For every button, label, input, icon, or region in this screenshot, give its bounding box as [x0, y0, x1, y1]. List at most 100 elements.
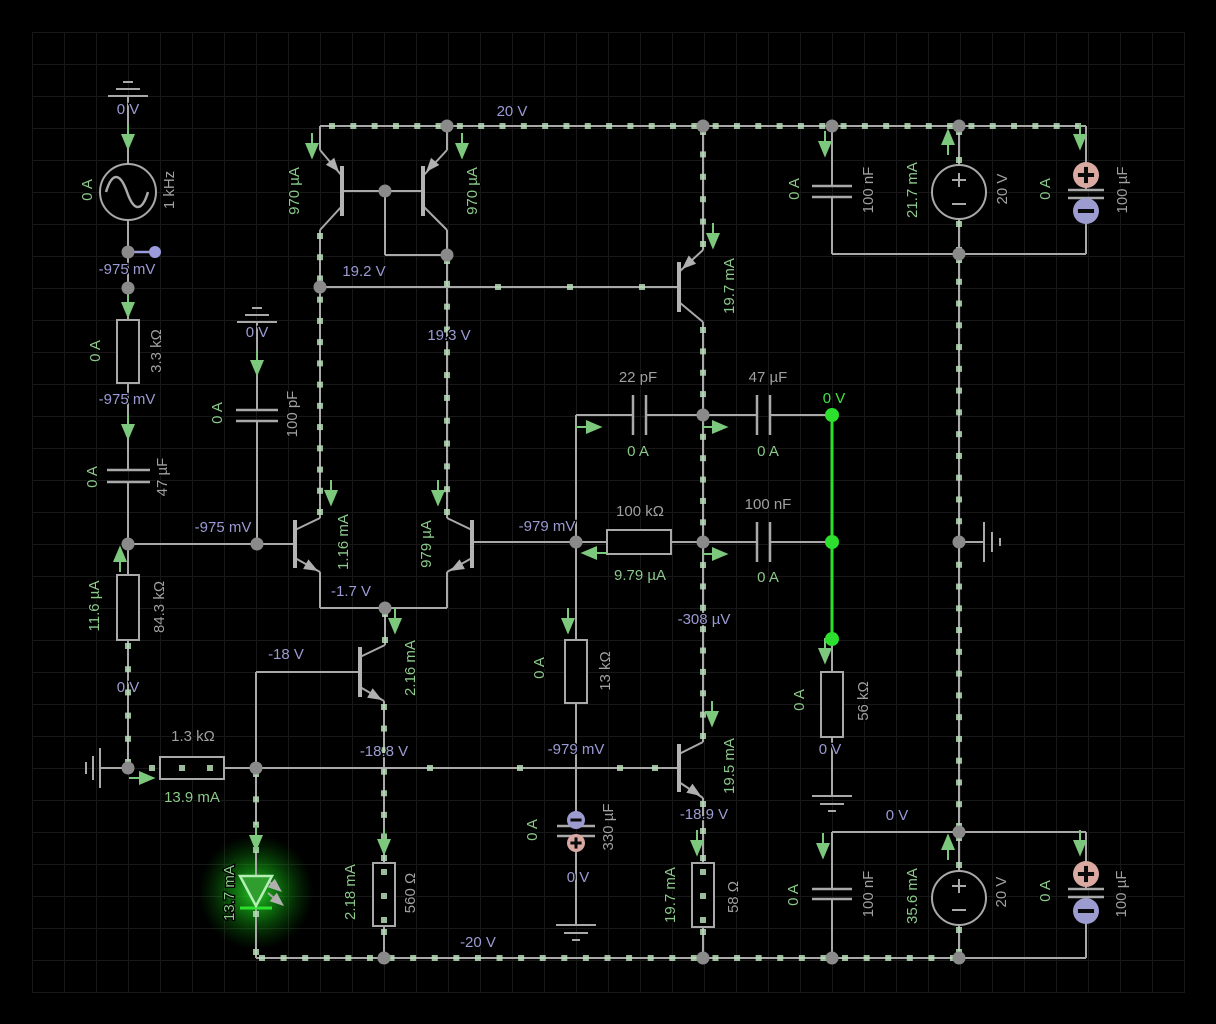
current-arrow-left [580, 545, 607, 561]
current-dash [700, 241, 706, 247]
current-dash [392, 123, 399, 129]
wire[interactable] [446, 517, 473, 531]
current-dash [820, 955, 827, 961]
current-dash [700, 369, 706, 376]
current-dash [317, 487, 323, 494]
value-label: 100 kΩ [616, 503, 664, 520]
current-dash [381, 929, 387, 935]
current-dash [606, 123, 613, 129]
probe-node [149, 246, 161, 258]
wire[interactable] [678, 301, 704, 323]
current-dash [302, 955, 309, 961]
current-arrow-up [940, 833, 956, 860]
current-arrow-right [702, 419, 729, 435]
emitter-arrow-icon [426, 157, 440, 172]
voltage-label: -979 mV [519, 518, 576, 535]
resistor-56k[interactable] [820, 671, 844, 738]
wire[interactable] [678, 741, 704, 755]
current-dash [125, 689, 131, 696]
current-dash [539, 955, 546, 961]
wire[interactable] [319, 205, 343, 231]
current-dash [561, 955, 568, 961]
current-dash [444, 326, 450, 333]
current-dash [956, 801, 962, 808]
current-dash [956, 779, 962, 786]
wire[interactable] [294, 517, 321, 531]
current-label: 0 A [627, 443, 649, 460]
current-label: 19.7 mA [662, 867, 679, 923]
resistor-84.3k[interactable] [116, 574, 140, 641]
current-label: 970 µA [286, 167, 303, 215]
voltage-label: -18.8 V [360, 743, 408, 760]
current-dash [149, 765, 155, 771]
current-dash [956, 670, 962, 677]
current-dash [381, 704, 387, 710]
current-dash [840, 123, 847, 129]
current-label: 0 A [79, 179, 96, 201]
current-dash [956, 583, 962, 590]
current-dash [410, 955, 417, 961]
current-dash [956, 300, 962, 307]
current-dash [670, 123, 677, 129]
value-label: 1 kHz [161, 171, 178, 209]
led[interactable] [237, 874, 275, 909]
resistor-1.3k[interactable] [159, 756, 225, 780]
value-label: 100 nF [860, 167, 877, 214]
current-dash [956, 757, 962, 764]
emitter-arrow-icon [686, 783, 701, 796]
junction-node [378, 184, 392, 198]
current-dash [1032, 123, 1039, 129]
value-label: 56 kΩ [855, 681, 872, 721]
value-label: 1.3 kΩ [171, 728, 215, 745]
current-dash [478, 123, 485, 129]
current-dash [381, 855, 387, 861]
current-dash [883, 123, 890, 129]
current-dash [925, 123, 932, 129]
voltage-label: 0 V [823, 390, 846, 407]
junction-node [249, 761, 263, 775]
resistor-100k[interactable] [606, 529, 672, 555]
current-dash [444, 463, 450, 470]
wire[interactable] [422, 205, 448, 231]
current-dash [627, 123, 634, 129]
current-dash [956, 344, 962, 351]
junction-node [440, 248, 454, 262]
resistor-3.3k[interactable] [116, 319, 140, 384]
emitter-arrow-icon [269, 892, 284, 906]
voltage-label: 0 V [819, 741, 842, 758]
current-dash [956, 862, 962, 868]
current-dash [431, 955, 438, 961]
current-label: 0 A [531, 657, 548, 679]
voltage-label: 0 V [117, 679, 140, 696]
current-dash [700, 855, 706, 861]
current-dash [329, 123, 335, 129]
current-label: 0 A [1037, 880, 1054, 902]
current-dash [317, 445, 323, 452]
current-dash [700, 433, 706, 440]
wire[interactable] [359, 644, 386, 658]
current-dash [259, 955, 265, 961]
current-label: 35.6 mA [904, 868, 921, 924]
current-label: 0 A [87, 340, 104, 362]
current-label: 9.79 µA [614, 567, 666, 584]
current-dash [125, 643, 131, 649]
junction-node [696, 535, 710, 549]
current-arrow-up [112, 545, 128, 572]
voltage-label: 0 V [246, 324, 269, 341]
current-dash [350, 123, 357, 129]
current-dash [207, 765, 213, 771]
current-dash [563, 123, 570, 129]
current-dash [956, 474, 962, 481]
current-dash [690, 955, 697, 961]
current-dash [755, 955, 762, 961]
current-dash [956, 496, 962, 503]
dc-source-20v-bottom[interactable] [931, 870, 987, 926]
current-dash [617, 765, 623, 771]
current-arrow-right [702, 546, 729, 562]
current-dash [444, 394, 450, 401]
dc-source-20v-top[interactable] [931, 164, 987, 220]
current-label: 0 A [209, 402, 226, 424]
resistor-13k[interactable] [564, 639, 588, 704]
value-label: 560 Ω [402, 873, 419, 913]
